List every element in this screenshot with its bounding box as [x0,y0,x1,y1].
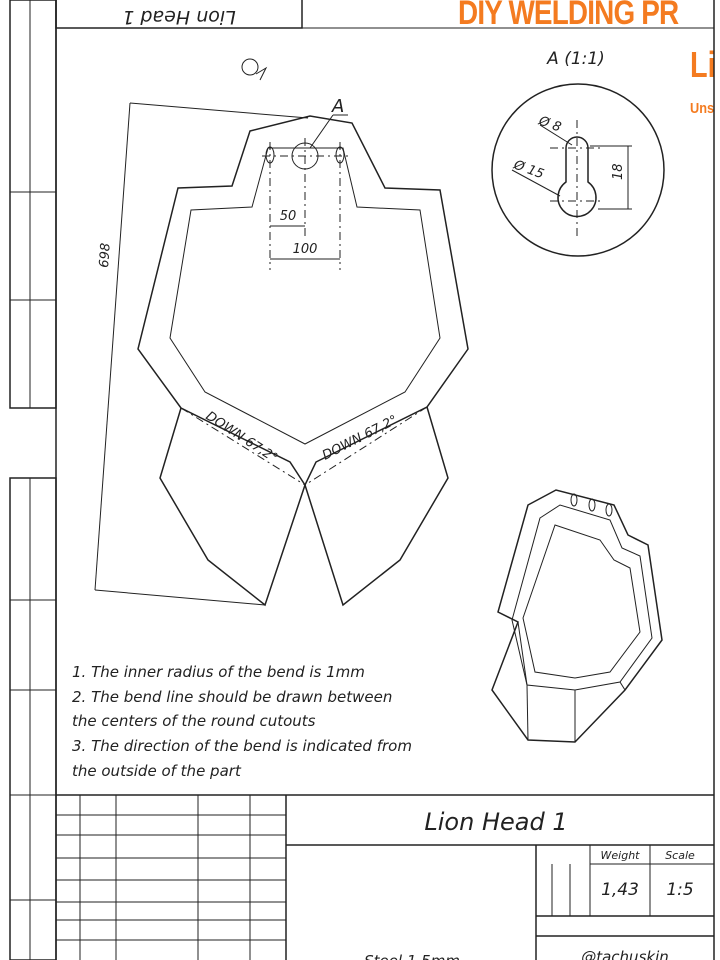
notes: 1. The inner radius of the bend is 1mm 2… [72,663,412,780]
scale-label: Scale [665,849,695,862]
material: Steel 1,5mm [364,952,460,960]
callout-a: A [309,96,348,149]
dim-50: 50 [280,209,297,224]
mirrored-stamp: Lion Head 1 [55,0,303,29]
dimensions: 698 50 100 [94,102,340,606]
banner-tag: Uns [690,100,715,117]
note-line: 2. The bend line should be drawn between [72,688,392,706]
dim-dia-8: Ø 8 [536,113,563,135]
dim-698: 698 [97,242,114,268]
author: @tachuskin [581,948,669,960]
weight-label: Weight [601,849,641,862]
note-line: 1. The inner radius of the bend is 1mm [72,663,365,681]
detail-view-label: A (1:1) [546,49,605,69]
mounting-slots [262,138,350,270]
dim-100: 100 [293,242,318,257]
note-line: 3. The direction of the bend is indicate… [72,737,412,755]
title-block: Lion Head 1 Weight Scale 1,43 1:5 Steel … [56,794,714,960]
projection-symbol [241,58,268,81]
weight-value: 1,43 [601,880,639,900]
bend-label-left: DOWN 67,2° [203,409,280,466]
banner-subtitle: Li [690,44,716,85]
part-name: Lion Head 1 [424,808,567,836]
note-line: the centers of the round cutouts [72,712,316,730]
note-line: the outside of the part [72,762,242,780]
scale-value: 1:5 [666,880,693,900]
flat-pattern [137,115,469,607]
callout-a-label: A [331,96,344,117]
sheet-frame [9,0,715,960]
dim-18: 18 [611,163,626,180]
mirrored-stamp-text: Lion Head 1 [122,6,235,28]
banner-title: DIY WELDING PR [458,0,679,32]
isometric-view [491,489,663,743]
detail-view-a: A (1:1) 18 Ø 8 Ø 15 [491,49,665,257]
bend-label-right: DOWN 67,2° [320,413,400,464]
